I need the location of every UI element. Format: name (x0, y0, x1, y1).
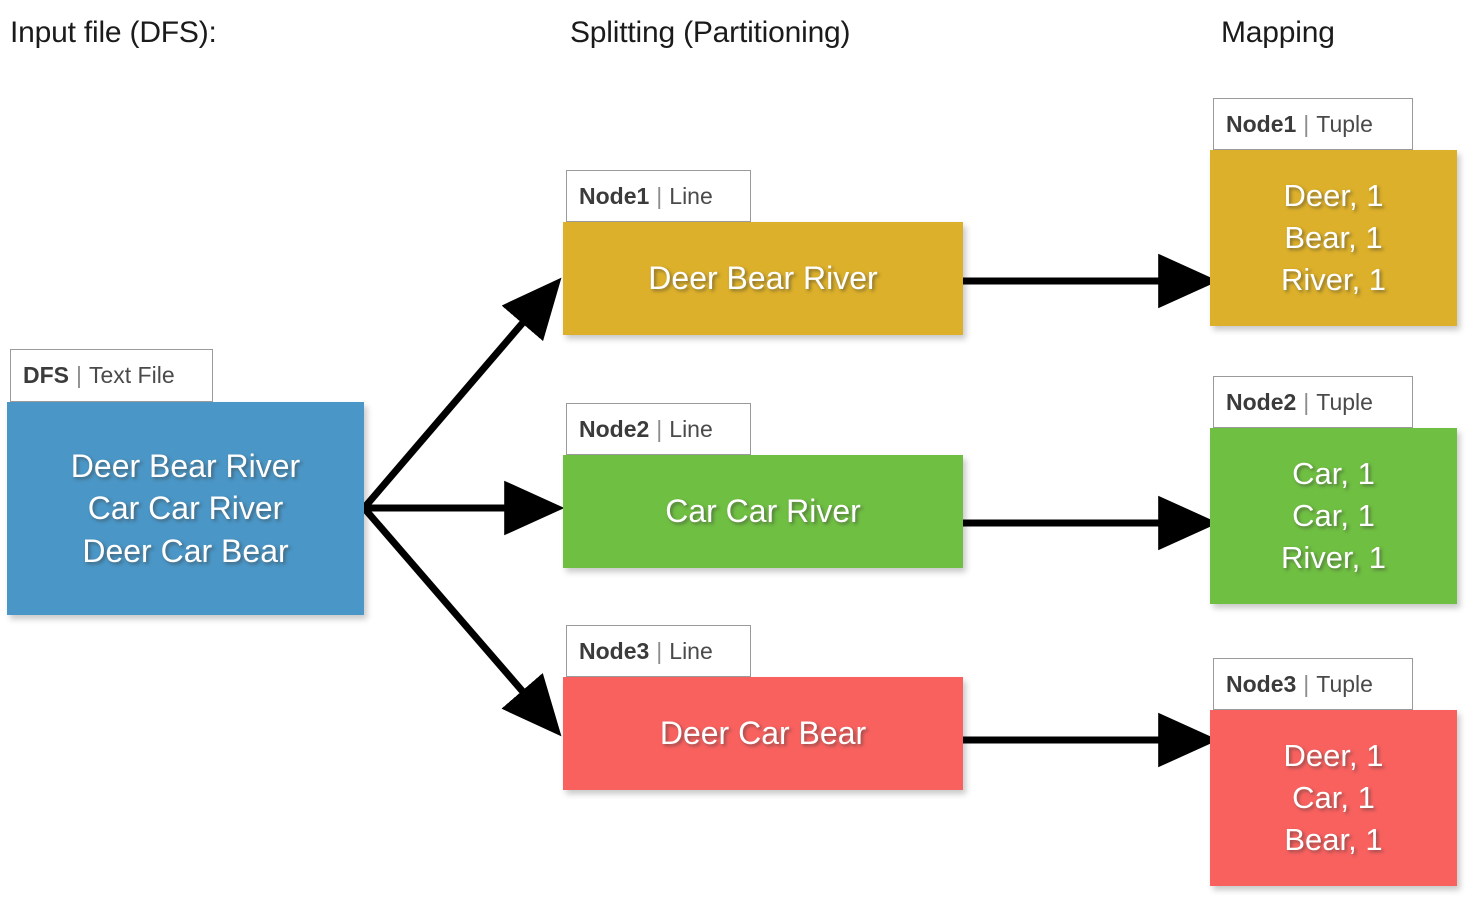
input-file-line: Car Car River (87, 490, 284, 527)
map-node-2-box: Car, 1 Car, 1 River, 1 (1210, 428, 1457, 604)
split-node-2-tab-kind: Line (669, 415, 713, 442)
split-node-3-box: Deer Car Bear (563, 677, 963, 790)
map-node-2-line: River, 1 (1280, 540, 1387, 576)
column-header-splitting: Splitting (Partitioning) (570, 16, 851, 49)
map-node-1-tab-kind: Tuple (1316, 110, 1373, 137)
map-node-3-tab-separator: | (1303, 670, 1310, 697)
map-node-1-tab: Node1 | Tuple (1213, 98, 1413, 150)
map-node-3-line: Bear, 1 (1284, 822, 1383, 858)
split-node-1-line: Deer Bear River (648, 260, 878, 297)
column-header-input-file: Input file (DFS): (10, 16, 217, 49)
map-node-2-line: Car, 1 (1292, 497, 1375, 533)
map-node-3-tab: Node3 | Tuple (1213, 658, 1413, 710)
map-node-3-line: Deer, 1 (1283, 737, 1384, 773)
arrow-dfs-to-node3 (361, 505, 562, 737)
input-file-line: Deer Bear River (70, 448, 301, 485)
split-node-2-tab-separator: | (656, 415, 663, 442)
map-node-2-tab-kind: Tuple (1316, 388, 1373, 415)
map-node-2-tab: Node2 | Tuple (1213, 376, 1413, 428)
map-node-1-box: Deer, 1 Bear, 1 River, 1 (1210, 150, 1457, 326)
input-file-tab: DFS | Text File (10, 349, 213, 402)
split-node-1-tab-kind: Line (669, 182, 713, 209)
map-node-2-line: Car, 1 (1292, 455, 1375, 491)
map-node-3-tab-name: Node3 (1226, 670, 1297, 697)
column-header-mapping: Mapping (1221, 16, 1335, 49)
split-node-1-tab-name: Node1 (579, 182, 650, 209)
split-node-3-tab-name: Node3 (579, 637, 650, 664)
map-node-1-line: Deer, 1 (1283, 177, 1384, 213)
map-node-3-box: Deer, 1 Car, 1 Bear, 1 (1210, 710, 1457, 886)
map-node-1-tab-separator: | (1303, 110, 1310, 137)
input-file-box: Deer Bear River Car Car River Deer Car B… (7, 402, 364, 615)
input-file-line: Deer Car Bear (82, 532, 289, 569)
input-file-tab-separator: | (76, 362, 82, 388)
input-file-tab-kind: Text File (88, 362, 175, 388)
map-node-2-tab-name: Node2 (1226, 388, 1297, 415)
split-node-3-tab-kind: Line (669, 637, 713, 664)
split-node-2-tab-name: Node2 (579, 415, 650, 442)
split-node-2-tab: Node2 | Line (566, 403, 751, 455)
split-node-3-line: Deer Car Bear (659, 715, 867, 752)
map-node-3-tab-kind: Tuple (1316, 670, 1373, 697)
split-node-1-box: Deer Bear River (563, 222, 963, 335)
map-node-1-line: River, 1 (1280, 262, 1387, 298)
map-node-1-tab-name: Node1 (1226, 110, 1297, 137)
map-node-2-tab-separator: | (1303, 388, 1310, 415)
split-node-2-line: Car Car River (665, 493, 861, 530)
split-node-3-tab: Node3 | Line (566, 625, 751, 677)
arrow-dfs-to-node1 (361, 277, 562, 511)
split-node-1-tab-separator: | (656, 182, 663, 209)
split-node-1-tab: Node1 | Line (566, 170, 751, 222)
map-node-1-line: Bear, 1 (1284, 219, 1383, 255)
input-file-tab-name: DFS (23, 362, 69, 388)
split-node-2-box: Car Car River (563, 455, 963, 568)
split-node-3-tab-separator: | (656, 637, 663, 664)
map-node-3-line: Car, 1 (1292, 779, 1375, 815)
